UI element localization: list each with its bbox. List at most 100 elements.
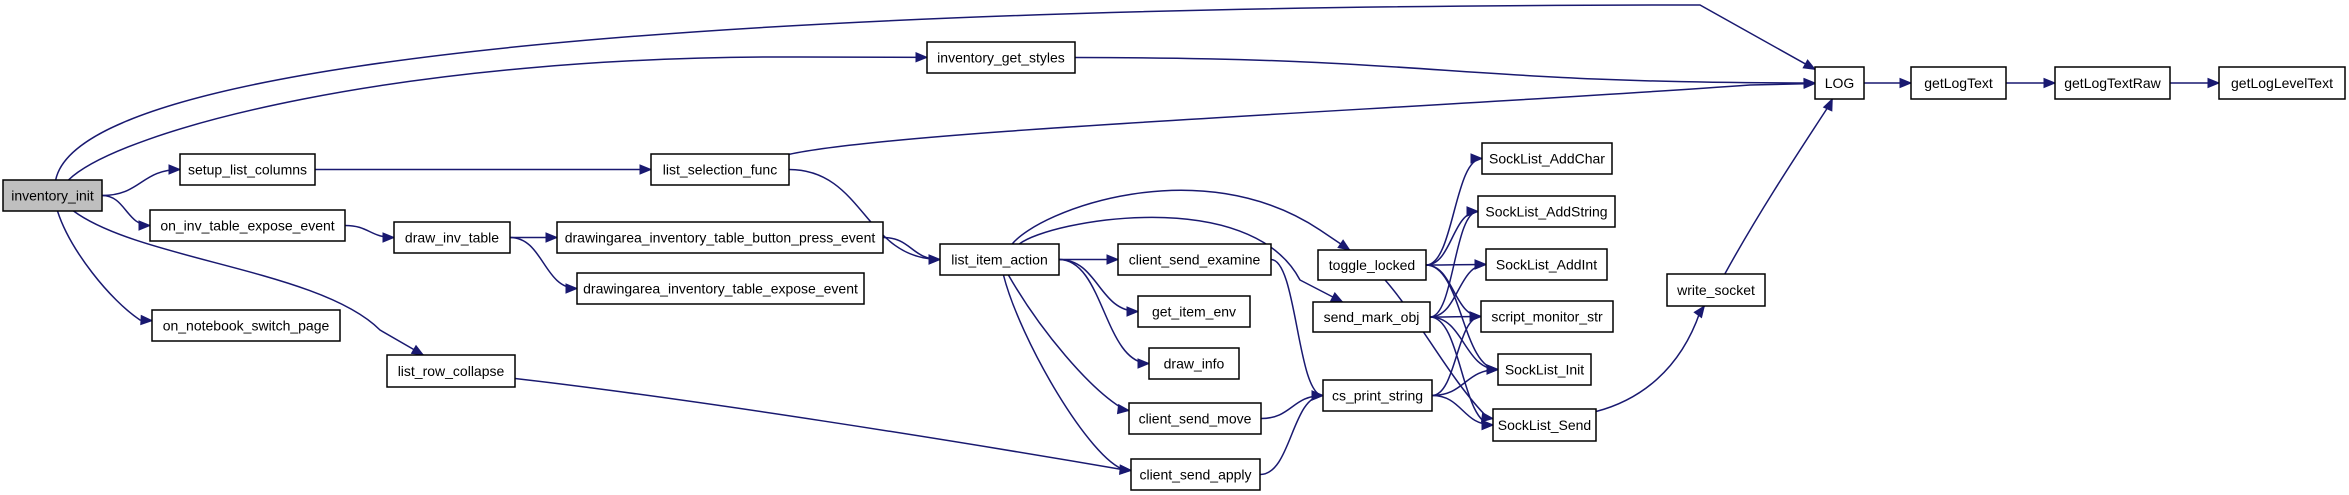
arrowhead-draw_info <box>1137 358 1151 369</box>
node-draw_info[interactable]: draw_info <box>1148 347 1240 380</box>
edge-inventory_init-to-on_inv_table_expose_event <box>101 194 151 227</box>
node-label: write_socket <box>1676 282 1755 298</box>
node-drawingarea_inventory_table_expose_event[interactable]: drawingarea_inventory_table_expose_event <box>576 272 865 305</box>
node-label: getLogText <box>1924 75 1993 91</box>
node-getLogTextRaw[interactable]: getLogTextRaw <box>2054 66 2171 100</box>
edge-list_row_collapse-to-client_send_apply <box>514 377 1132 472</box>
node-label: get_item_env <box>1152 304 1236 320</box>
node-label: drawingarea_inventory_table_expose_event <box>583 281 858 297</box>
arrowhead-LOG <box>1803 78 1817 90</box>
arrowhead-SockList_Init <box>1486 364 1500 375</box>
node-SockList_Send[interactable]: SockList_Send <box>1492 408 1597 442</box>
edge-inventory_init-to-inventory_get_styles <box>67 56 928 181</box>
arrowhead-SockList_Send <box>1480 412 1495 423</box>
node-box <box>2054 66 2171 100</box>
node-box <box>1910 66 2007 100</box>
node-label: toggle_locked <box>1329 257 1415 273</box>
arrowhead-LOG <box>1822 97 1833 112</box>
arrowhead-cs_print_string <box>1311 390 1325 401</box>
node-list_row_collapse[interactable]: list_row_collapse <box>386 354 516 388</box>
arrowhead-list_selection_func <box>639 164 653 175</box>
node-box <box>151 309 341 342</box>
node-label: inventory_get_styles <box>937 50 1065 66</box>
arrowhead-get_item_env <box>1126 306 1140 317</box>
arrowhead-SockList_AddString <box>1466 206 1480 217</box>
edge-list_item_action-to-draw_info <box>1058 258 1150 365</box>
nodes-layer: inventory_init setup_list_columns on_inv_t… <box>2 41 2346 491</box>
node-box <box>1317 249 1427 281</box>
node-SockList_AddInt[interactable]: SockList_AddInt <box>1485 248 1608 281</box>
node-label: SockList_Init <box>1505 362 1584 378</box>
edge-inventory_get_styles-to-LOG <box>1074 56 1816 84</box>
edge-client_send_examine-to-cs_print_string <box>1270 258 1324 397</box>
node-box <box>1312 301 1431 333</box>
node-SockList_Init[interactable]: SockList_Init <box>1497 353 1592 386</box>
edge-list_item_action-to-client_send_move <box>1007 274 1130 412</box>
node-get_item_env[interactable]: get_item_env <box>1137 295 1251 328</box>
node-box <box>1130 458 1261 491</box>
node-label: client_send_apply <box>1139 467 1251 483</box>
node-list_item_action[interactable]: list_item_action <box>939 243 1060 276</box>
node-drawingarea_inventory_table_button_press_event[interactable]: drawingarea_inventory_table_button_press… <box>556 221 884 254</box>
node-client_send_apply[interactable]: client_send_apply <box>1130 458 1261 491</box>
arrowhead-client_send_examine <box>1106 254 1120 265</box>
arrowhead-client_send_move <box>1116 403 1131 415</box>
node-list_selection_func[interactable]: list_selection_func <box>650 153 790 186</box>
arrowhead-drawingarea_inventory_table_button_press_event <box>545 232 559 243</box>
edge-inventory_init-to-list_row_collapse <box>73 210 424 356</box>
node-on_notebook_switch_page[interactable]: on_notebook_switch_page <box>151 309 341 342</box>
edges-layer <box>54 4 2221 476</box>
node-write_socket[interactable]: write_socket <box>1666 273 1766 307</box>
node-on_inv_table_expose_event[interactable]: on_inv_table_expose_event <box>149 209 346 242</box>
node-send_mark_obj[interactable]: send_mark_obj <box>1312 301 1431 333</box>
node-box <box>1117 243 1272 276</box>
node-getLogText[interactable]: getLogText <box>1910 66 2007 100</box>
node-box <box>386 354 516 388</box>
node-SockList_AddChar[interactable]: SockList_AddChar <box>1481 142 1613 175</box>
node-box <box>1477 195 1616 228</box>
node-client_send_examine[interactable]: client_send_examine <box>1117 243 1272 276</box>
arrowhead-inventory_get_styles <box>915 52 929 63</box>
node-label: SockList_AddInt <box>1496 257 1597 273</box>
node-box <box>926 41 1076 74</box>
node-client_send_move[interactable]: client_send_move <box>1128 402 1262 435</box>
node-box <box>1137 295 1251 328</box>
node-box <box>1666 273 1766 307</box>
node-toggle_locked[interactable]: toggle_locked <box>1317 249 1427 281</box>
node-cs_print_string[interactable]: cs_print_string <box>1322 379 1433 412</box>
edge-list_item_action-to-toggle_locked <box>1011 189 1351 251</box>
node-draw_inv_table[interactable]: draw_inv_table <box>393 221 511 254</box>
edge-list_item_action-to-send_mark_obj <box>1018 216 1343 303</box>
node-box <box>1322 379 1433 412</box>
node-inventory_init[interactable]: inventory_init <box>2 179 103 212</box>
node-box <box>1492 408 1597 442</box>
arrowhead-toggle_locked <box>1337 239 1351 251</box>
node-LOG[interactable]: LOG <box>1814 66 1865 100</box>
arrowhead-getLogLevelText <box>2207 77 2221 89</box>
arrowhead-on_inv_table_expose_event <box>138 220 152 231</box>
node-box <box>1481 142 1613 175</box>
node-inventory_get_styles[interactable]: inventory_get_styles <box>926 41 1076 74</box>
node-box <box>1148 347 1240 380</box>
node-script_monitor_str[interactable]: script_monitor_str <box>1480 300 1614 333</box>
node-box <box>1485 248 1608 281</box>
node-label: SockList_Send <box>1498 417 1591 433</box>
edge-toggle_locked-to-script_monitor_str <box>1425 264 1482 318</box>
node-label: draw_inv_table <box>405 230 499 246</box>
node-box <box>1814 66 1865 100</box>
node-setup_list_columns[interactable]: setup_list_columns <box>179 153 316 186</box>
arrowhead-write_socket <box>1693 304 1706 319</box>
node-SockList_AddString[interactable]: SockList_AddString <box>1477 195 1616 228</box>
node-label: on_inv_table_expose_event <box>160 218 334 234</box>
node-label: draw_info <box>1164 356 1225 372</box>
arrowhead-setup_list_columns <box>168 164 182 175</box>
node-box <box>2218 66 2346 100</box>
edge-inventory_init-to-setup_list_columns <box>101 168 181 197</box>
edge-inventory_init-to-LOG <box>54 4 1816 181</box>
node-label: client_send_move <box>1139 411 1252 427</box>
node-label: send_mark_obj <box>1324 309 1420 325</box>
node-getLogLevelText[interactable]: getLogLevelText <box>2218 66 2346 100</box>
edge-SockList_Send-to-write_socket <box>1595 305 1705 413</box>
arrowhead-getLogText <box>1899 77 1913 89</box>
